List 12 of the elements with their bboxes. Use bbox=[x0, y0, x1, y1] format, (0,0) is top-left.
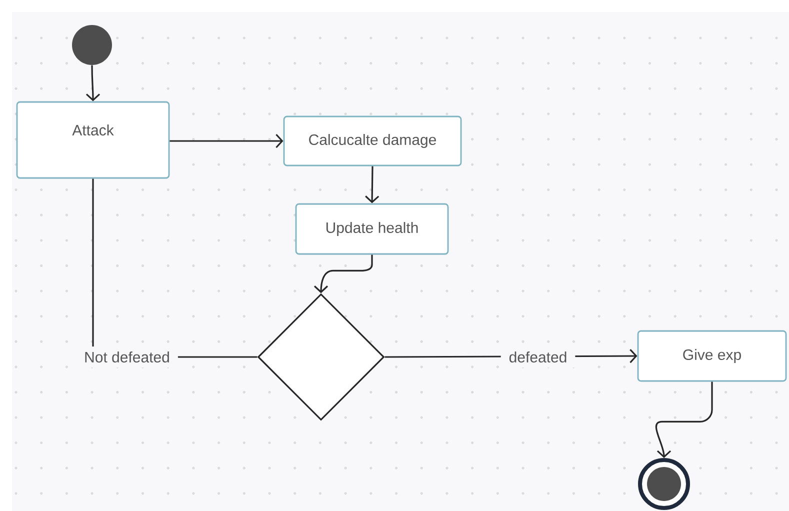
end-circle bbox=[638, 458, 690, 510]
process-box: Calcucalte damage bbox=[283, 116, 462, 166]
process-box: Update health bbox=[295, 203, 449, 255]
edge-label: Not defeated bbox=[76, 346, 178, 368]
arrow bbox=[655, 382, 713, 458]
start-circle bbox=[72, 25, 112, 65]
process-box: Give exp bbox=[637, 330, 787, 382]
process-box: Attack bbox=[16, 101, 170, 179]
arrow bbox=[86, 65, 100, 102]
edge-label: defeated bbox=[500, 346, 576, 368]
arrow bbox=[365, 166, 380, 204]
arrow bbox=[170, 134, 284, 148]
